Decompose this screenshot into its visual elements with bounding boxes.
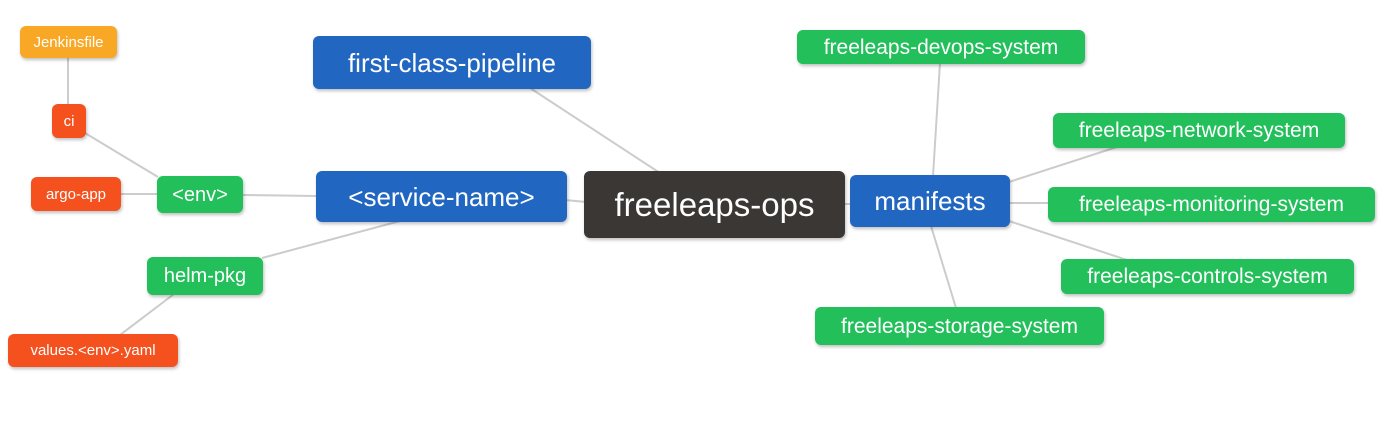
edge-manifests-to-storage-system bbox=[930, 225, 957, 309]
node-devops-system[interactable]: freeleaps-devops-system bbox=[797, 30, 1085, 64]
node-label: Jenkinsfile bbox=[33, 33, 104, 51]
node-label: freeleaps-ops bbox=[614, 186, 815, 223]
node-controls-system[interactable]: freeleaps-controls-system bbox=[1061, 259, 1354, 294]
node-label: helm-pkg bbox=[163, 265, 247, 287]
edge-service-name-to-helm-pkg bbox=[261, 220, 401, 259]
node-manifests[interactable]: manifests bbox=[850, 175, 1010, 227]
node-storage-system[interactable]: freeleaps-storage-system bbox=[815, 307, 1104, 345]
edge-manifests-to-controls-system bbox=[1008, 220, 1128, 261]
node-label: <service-name> bbox=[348, 181, 535, 212]
node-network-system[interactable]: freeleaps-network-system bbox=[1053, 113, 1345, 148]
edge-ci-to-env bbox=[84, 132, 159, 178]
node-label: freeleaps-storage-system bbox=[841, 314, 1078, 338]
node-monitoring-system[interactable]: freeleaps-monitoring-system bbox=[1048, 187, 1375, 222]
edge-service-name-to-freeleaps-ops bbox=[564, 199, 587, 203]
edge-manifests-to-network-system bbox=[1008, 146, 1118, 183]
node-ci[interactable]: ci bbox=[52, 104, 86, 138]
node-label: freeleaps-devops-system bbox=[823, 35, 1059, 59]
node-label: freeleaps-controls-system bbox=[1087, 265, 1328, 288]
edge-env-to-service-name bbox=[242, 194, 317, 197]
node-service-name[interactable]: <service-name> bbox=[316, 171, 567, 222]
node-label: <env> bbox=[172, 183, 228, 206]
node-values-env-yaml[interactable]: values.<env>.yaml bbox=[8, 334, 178, 367]
node-label: freeleaps-monitoring-system bbox=[1079, 193, 1344, 216]
node-label: first-class-pipeline bbox=[347, 47, 557, 78]
node-freeleaps-ops[interactable]: freeleaps-ops bbox=[584, 171, 845, 238]
node-jenkinsfile[interactable]: Jenkinsfile bbox=[20, 26, 117, 58]
node-argo-app[interactable]: argo-app bbox=[31, 177, 121, 211]
node-label: ci bbox=[63, 112, 75, 130]
node-helm-pkg[interactable]: helm-pkg bbox=[147, 257, 263, 295]
node-label: values.<env>.yaml bbox=[30, 342, 156, 359]
edge-first-class-pipeline-to-freeleaps-ops bbox=[529, 87, 661, 174]
node-env[interactable]: <env> bbox=[157, 176, 243, 213]
node-label: freeleaps-network-system bbox=[1078, 119, 1320, 142]
edge-helm-pkg-to-values-env-yaml bbox=[119, 293, 175, 336]
node-label: argo-app bbox=[45, 185, 107, 203]
edge-manifests-to-devops-system bbox=[932, 62, 941, 177]
node-label: manifests bbox=[874, 186, 986, 216]
node-first-class-pipeline[interactable]: first-class-pipeline bbox=[313, 36, 591, 89]
